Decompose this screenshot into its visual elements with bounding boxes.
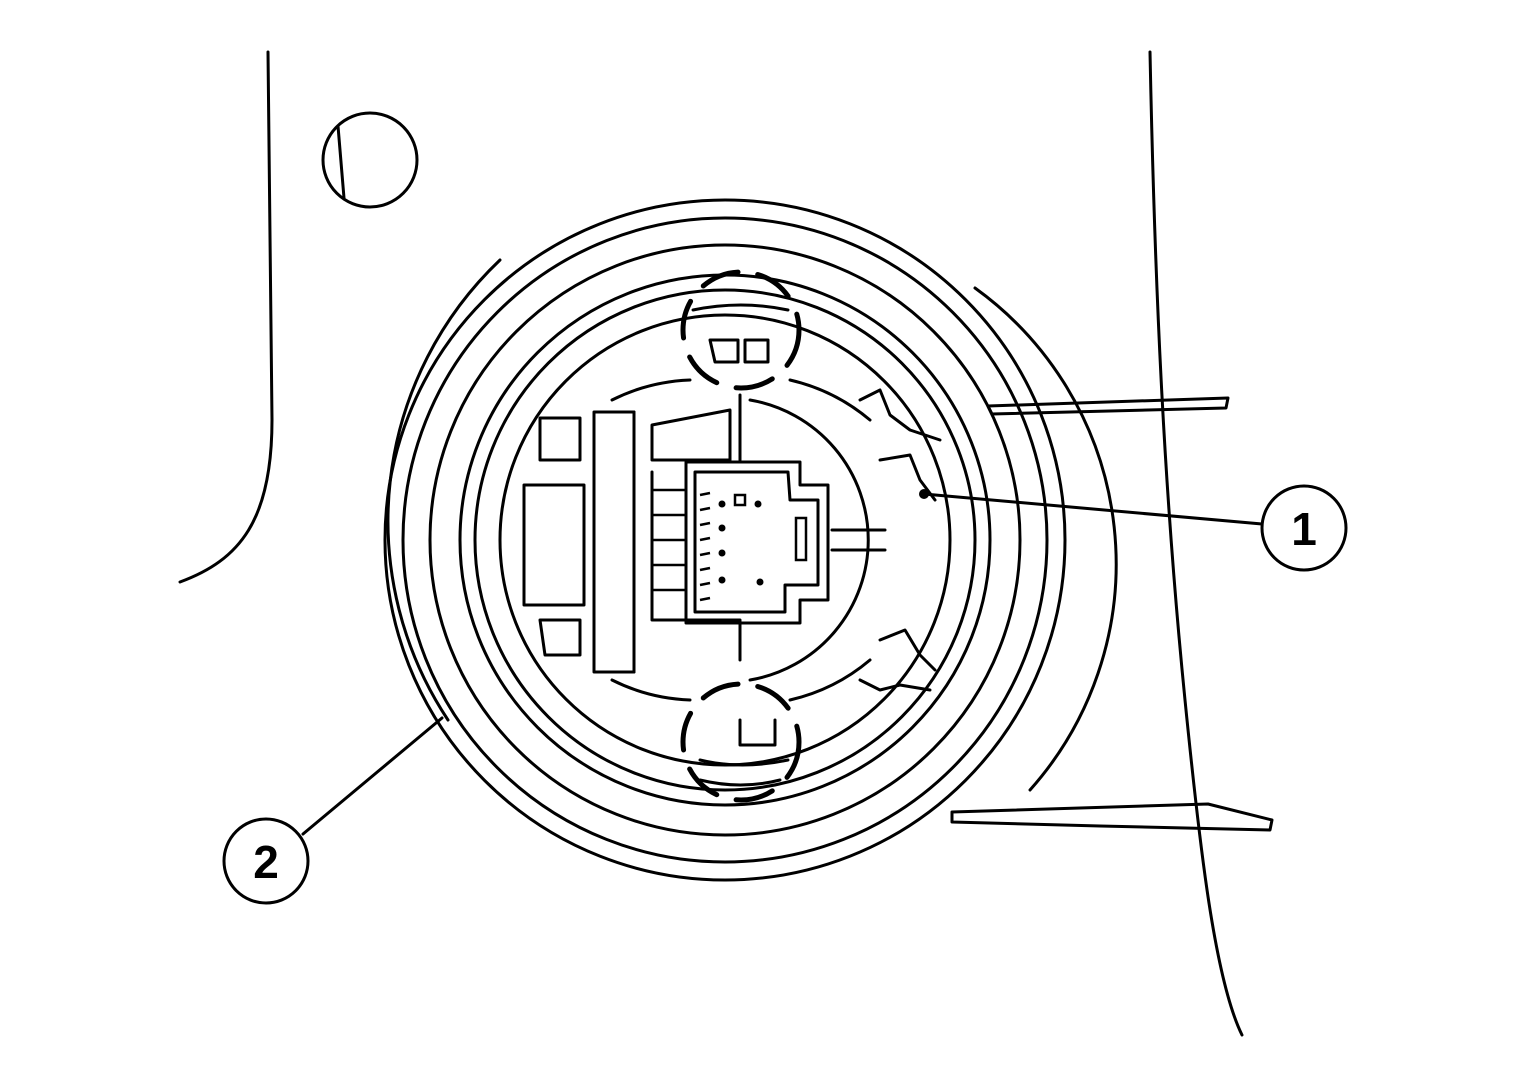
panel-flange-lower [950,802,1274,832]
callout-1-label: 1 [1291,503,1317,555]
locking-tab-bottom [680,681,802,803]
connector-frame [650,393,887,662]
outer-arc-right [973,286,1118,792]
callout-1: 1 [919,484,1348,572]
socket-housing-rings [383,198,1067,882]
panel-edge-right [1148,50,1244,1037]
left-clip [522,410,636,674]
panel-flange-upper [986,396,1230,416]
bulb-socket-connector [684,460,830,625]
mounting-hole-icon [321,111,419,209]
callout-2-label: 2 [253,836,279,888]
bayonet-ring [610,378,872,702]
callout-2: 2 [222,716,444,905]
right-clip [858,388,942,692]
panel-edge-left [178,50,274,584]
locking-tab-top [680,269,802,391]
